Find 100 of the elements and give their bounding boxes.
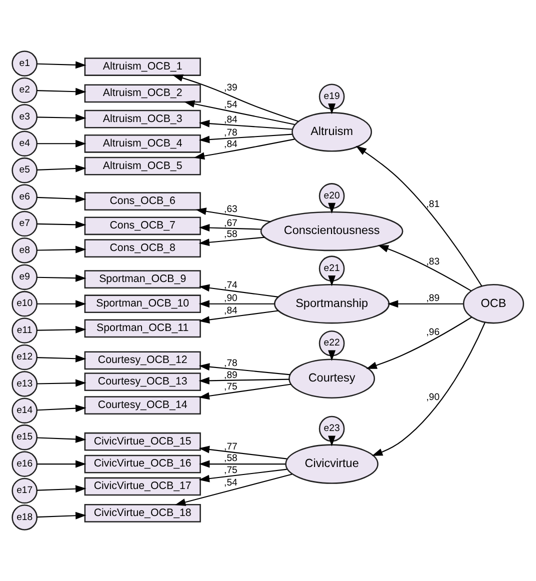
arrow [198, 310, 278, 324]
node-circle: e16 [12, 451, 38, 477]
edge-label: ,75 [224, 464, 238, 476]
node-circle: e13 [12, 371, 38, 397]
arrow [37, 485, 86, 493]
arrow [198, 134, 292, 144]
edge-label: ,63 [224, 204, 238, 216]
edge-label: ,78 [224, 127, 238, 138]
arrow [372, 322, 486, 456]
arrow [37, 61, 86, 69]
arrow [328, 276, 336, 286]
arrow [198, 120, 292, 130]
edge-label: ,81 [426, 198, 440, 210]
arrow [174, 474, 292, 506]
arrow [37, 326, 86, 334]
node-ellipse: OCB [462, 284, 524, 324]
edge-label: ,77 [224, 441, 238, 452]
arrow [184, 100, 295, 126]
node-box: CivicVirtue_OCB_16 [84, 454, 201, 474]
arrow [37, 379, 86, 387]
arrow [378, 245, 472, 292]
node-circle: e3 [12, 104, 38, 130]
arrow [37, 164, 86, 172]
node-box: CivicVirtue_OCB_17 [84, 477, 201, 496]
arrow [37, 435, 86, 443]
arrow [172, 74, 299, 122]
node-circle: e5 [12, 157, 38, 184]
edge-label: ,84 [224, 306, 238, 317]
node-circle: e8 [12, 238, 38, 264]
node-circle: e2 [12, 77, 38, 104]
edge-label: ,39 [224, 82, 238, 94]
arrow [37, 220, 86, 228]
arrow [198, 300, 275, 308]
edge-label: ,89 [224, 370, 238, 381]
node-ellipse: Courtesy [288, 358, 376, 398]
edge-label: ,67 [224, 218, 238, 230]
edge-label: ,78 [224, 358, 238, 370]
arrow [37, 300, 86, 308]
arrow [198, 468, 287, 482]
arrow [37, 88, 86, 96]
node-circle: e12 [12, 344, 38, 370]
arrow [37, 354, 86, 362]
arrow [356, 146, 482, 286]
edge-label: ,89 [426, 292, 440, 304]
edge-label: ,84 [224, 114, 238, 126]
node-circle: e11 [12, 318, 38, 344]
node-ellipse: Civicvirtue [285, 444, 378, 484]
arrow [198, 236, 265, 246]
edge-label: ,58 [224, 228, 238, 240]
arrow [328, 350, 336, 361]
arrow [37, 460, 86, 468]
edge-label: ,83 [426, 256, 440, 268]
node-box: Cons_OCB_7 [84, 216, 201, 236]
node-box: CivicVirtue_OCB_15 [84, 432, 201, 451]
node-box: Altruism_OCB_2 [84, 84, 201, 103]
node-box: Cons_OCB_8 [84, 239, 201, 258]
node-circle: e17 [12, 478, 38, 504]
arrow [37, 512, 86, 520]
node-box: Courtesy_OCB_12 [84, 351, 201, 370]
edge-label: ,96 [426, 327, 440, 338]
arrow [194, 138, 295, 160]
arrow [328, 202, 336, 214]
arrow [387, 300, 464, 308]
node-circle: e15 [12, 424, 38, 450]
node-circle: e1 [12, 50, 38, 76]
node-box: Courtesy_OCB_14 [84, 396, 201, 414]
arrow [36, 404, 86, 412]
arrow [37, 274, 86, 282]
node-box: Courtesy_OCB_13 [84, 372, 201, 391]
node-ellipse: Sportmanship [274, 284, 390, 324]
edge-label: ,58 [224, 453, 238, 464]
node-circle: e9 [12, 264, 38, 290]
arrow [37, 140, 86, 148]
edge-label: ,90 [426, 392, 440, 404]
arrow [37, 114, 86, 122]
node-box: Altruism_OCB_5 [84, 156, 201, 176]
edge-label: ,74 [224, 280, 238, 292]
edge-label: ,54 [224, 100, 238, 111]
edge-label: ,75 [224, 382, 238, 392]
node-box: Sportman_OCB_9 [84, 270, 201, 288]
node-box: Sportman_OCB_10 [84, 294, 201, 314]
arrow [198, 384, 292, 400]
node-box: Sportman_OCB_11 [84, 319, 201, 338]
node-circle: e6 [12, 184, 38, 210]
arrow [328, 104, 336, 114]
node-box: Altruism_OCB_1 [84, 58, 201, 76]
node-circle: e4 [12, 130, 38, 157]
edge-label: ,90 [224, 292, 238, 304]
arrow [199, 460, 286, 468]
arrow [328, 436, 336, 446]
arrow [37, 195, 86, 203]
arrow [37, 246, 86, 254]
node-box: CivicVirtue_OCB_18 [84, 504, 201, 522]
arrow [196, 208, 271, 222]
node-box: Altruism_OCB_3 [84, 110, 201, 128]
node-ellipse: Altruism [292, 112, 372, 152]
arrow [198, 224, 262, 232]
node-circle: e14 [12, 398, 38, 424]
node-circle: e10 [12, 290, 38, 317]
arrow [198, 446, 287, 460]
